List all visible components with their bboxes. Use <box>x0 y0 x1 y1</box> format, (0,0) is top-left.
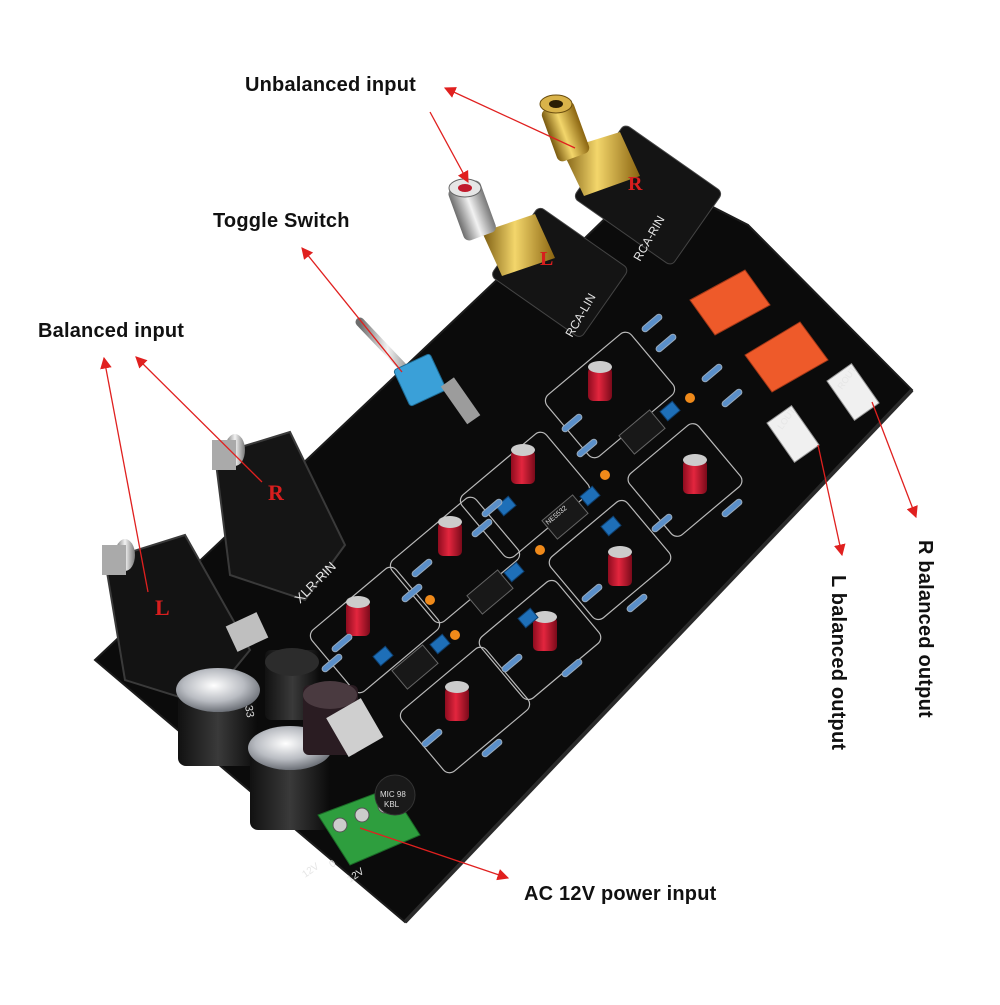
rca-right-letter: R <box>628 173 643 195</box>
rectifier-sub: KBL <box>384 800 400 809</box>
opamp-ics: NE5532 <box>391 409 666 690</box>
label-toggle-switch: Toggle Switch <box>213 210 350 232</box>
rectifier-label: MIC 98 <box>380 790 406 799</box>
arrow-balanced-to-left-xlr <box>100 356 149 593</box>
terminal-label-1: 12V <box>300 861 321 880</box>
xlr-right-letter: R <box>268 480 285 505</box>
xlr-jack-left: L <box>102 533 269 707</box>
arrow-unbalanced-to-left-rca <box>429 111 469 184</box>
label-l-balanced-output: L balanced output <box>827 575 849 751</box>
arrow-ac-power <box>359 827 510 881</box>
arrow-balanced-to-right-xlr <box>135 356 263 483</box>
signal-caps <box>346 361 707 721</box>
terminal-label-2: 0 <box>327 858 338 870</box>
relays <box>689 269 829 393</box>
rca-jack-left: L RCA-LIN <box>448 178 628 340</box>
ceramic-caps <box>425 393 695 640</box>
xlr-left-letter: L <box>155 595 170 620</box>
arrow-l-balanced-output <box>817 444 846 557</box>
power-filter-caps: 33 <box>176 648 384 830</box>
label-unbalanced-input: Unbalanced input <box>245 74 416 96</box>
rca-left-letter: L <box>540 248 553 270</box>
cap-value-label: 33 <box>242 704 256 718</box>
callout-arrows <box>100 87 918 881</box>
film-caps <box>372 400 681 667</box>
arrow-toggle-switch <box>301 247 403 373</box>
label-ac-power-input: AC 12V power input <box>524 883 717 905</box>
pcb-board <box>93 173 914 924</box>
arrow-r-balanced-output <box>871 401 918 519</box>
label-r-balanced-output: R balanced output <box>914 540 936 718</box>
resistors <box>321 313 743 758</box>
label-balanced-input: Balanced input <box>38 320 185 342</box>
arrow-unbalanced-to-right-rca <box>443 87 576 149</box>
